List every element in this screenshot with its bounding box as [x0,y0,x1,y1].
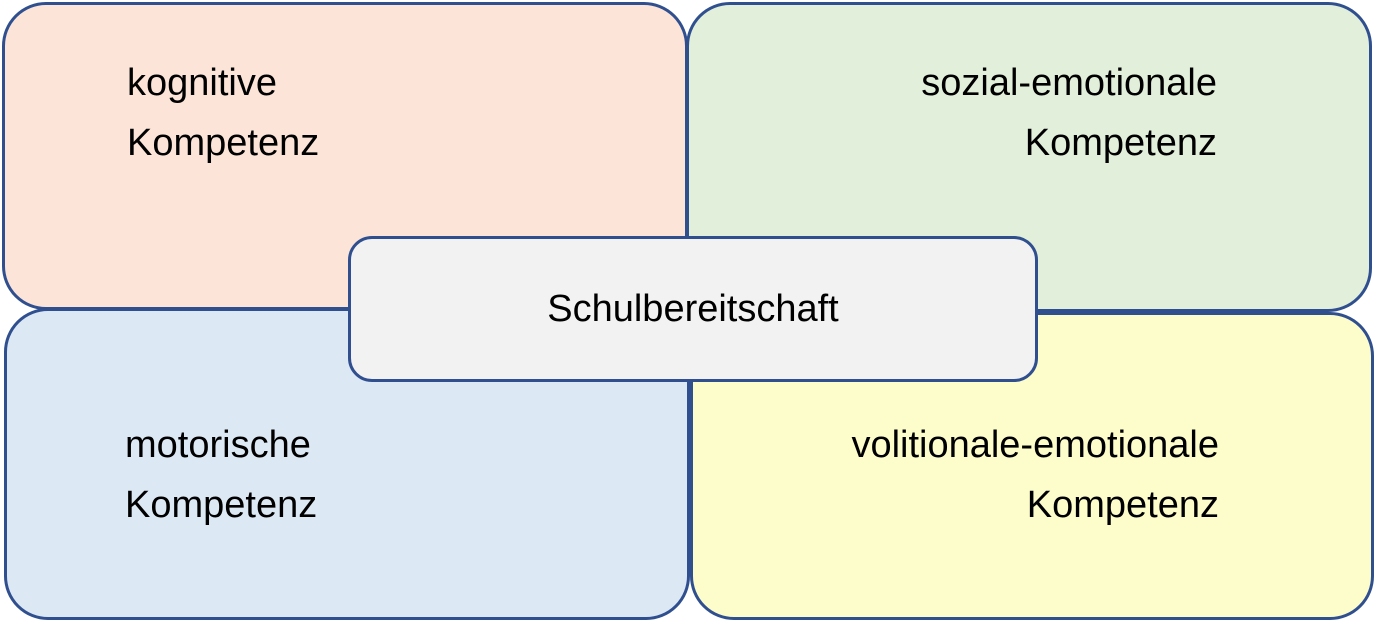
quadrant-volitionale-emotionale-line1: volitionale-emotionale [851,424,1219,466]
quadrant-kognitive-label: kognitive Kompetenz [127,53,319,173]
quadrant-kognitive: kognitive Kompetenz [2,2,688,310]
center-node-schulbereitschaft: Schulbereitschaft [348,236,1038,382]
quadrant-kognitive-line1: kognitive [127,62,277,104]
center-node-label: Schulbereitschaft [547,287,839,330]
quadrant-sozial-emotionale-line1: sozial-emotionale [921,62,1217,104]
quadrant-sozial-emotionale-line2: Kompetenz [1024,122,1217,164]
quadrant-volitionale-emotionale-label: volitionale-emotionale Kompetenz [851,415,1219,535]
quadrant-kognitive-line2: Kompetenz [127,122,320,164]
quadrant-motorische-label: motorische Kompetenz [125,415,317,535]
quadrant-motorische-line1: motorische [125,424,311,466]
quadrant-volitionale-emotionale-line2: Kompetenz [1026,484,1219,526]
quadrant-motorische-line2: Kompetenz [125,484,318,526]
quadrant-sozial-emotionale-label: sozial-emotionale Kompetenz [921,53,1217,173]
